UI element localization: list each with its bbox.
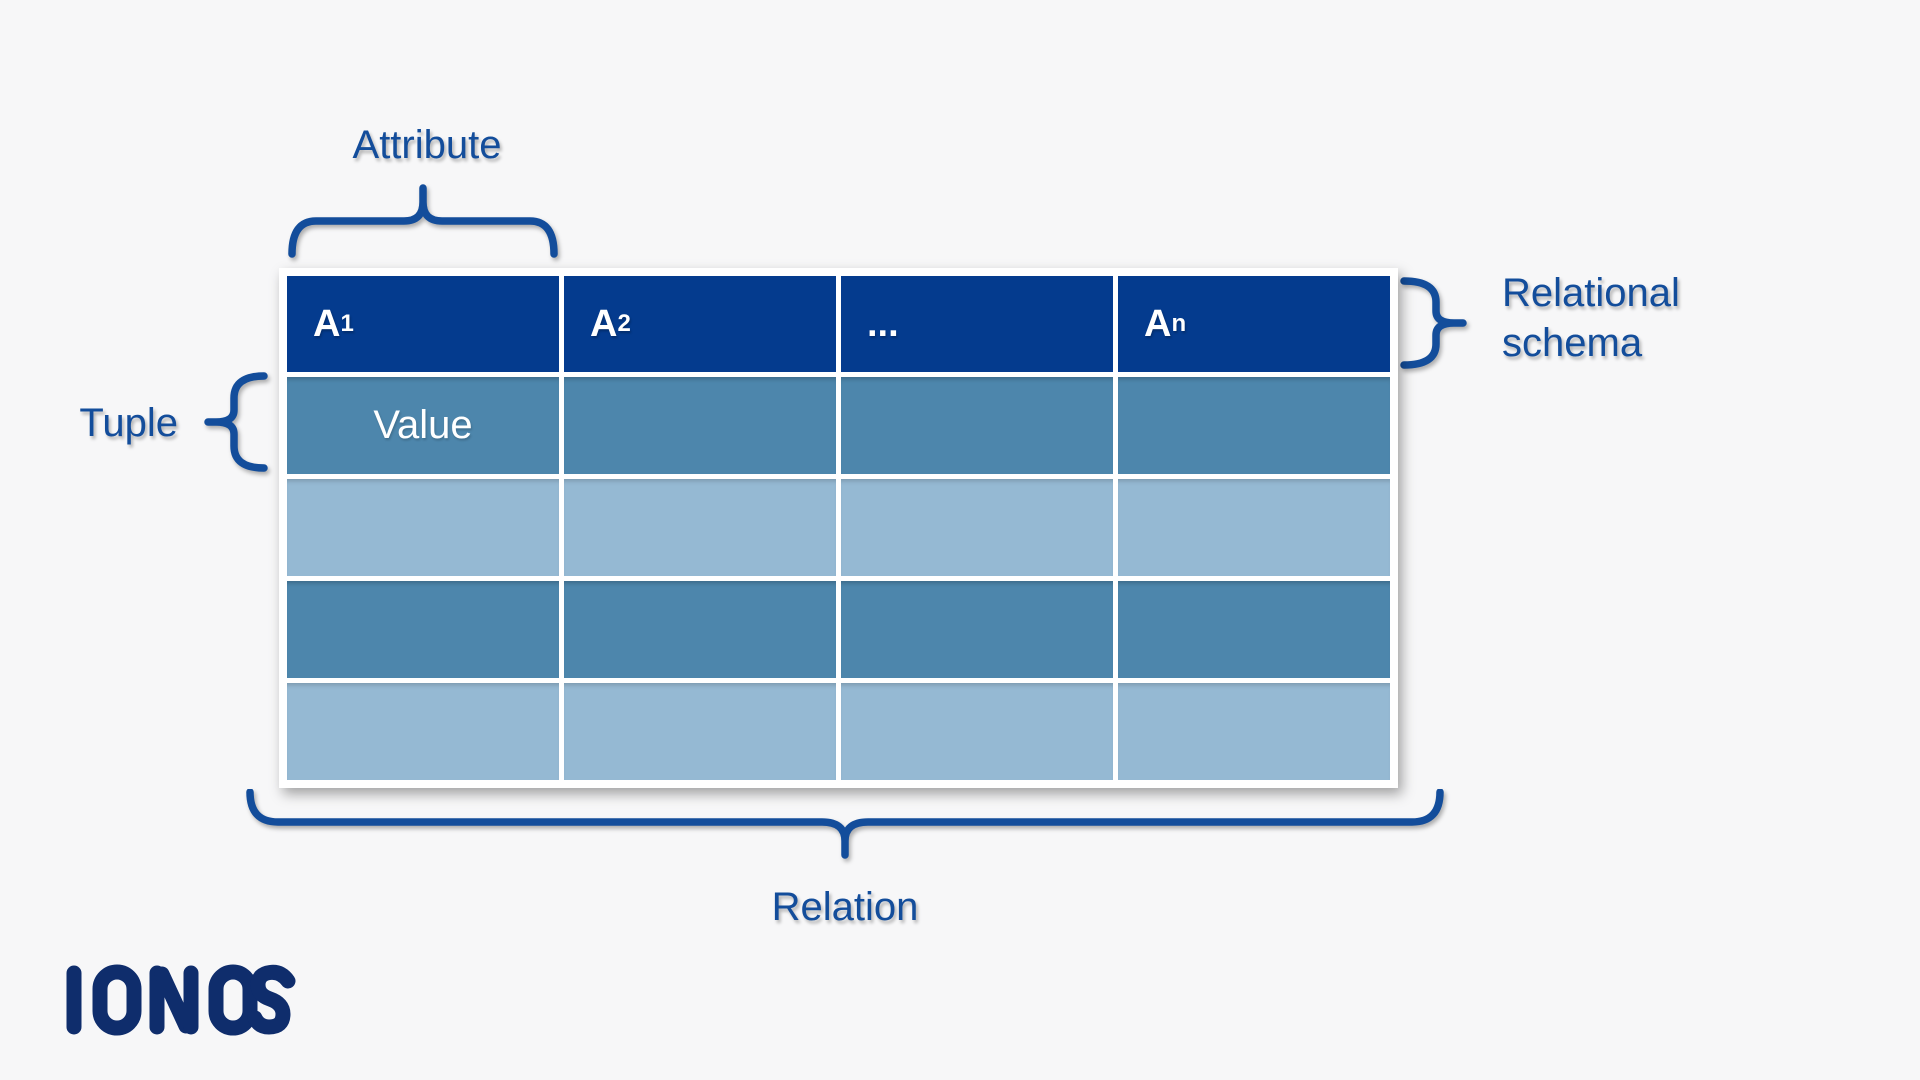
table-cell: [841, 683, 1113, 780]
table-cell: [1118, 683, 1390, 780]
relation-label: Relation: [771, 885, 919, 929]
ionos-logo-glyphs: [66, 964, 296, 1036]
table-cell: [1118, 377, 1390, 474]
table-cell: [564, 581, 836, 678]
table-cell: [1118, 581, 1390, 678]
table-cell: [287, 479, 559, 576]
column-header-an-base: A: [1144, 302, 1172, 345]
table-cell: [287, 683, 559, 780]
tuple-label: Tuple: [79, 401, 178, 445]
table-cell: [564, 479, 836, 576]
relational-schema-label: Relational schema: [1502, 268, 1680, 368]
column-header-ellipsis-base: ...: [867, 302, 899, 345]
column-header-a2-base: A: [590, 302, 618, 345]
relational-schema-line2: schema: [1502, 321, 1643, 365]
relational-schema-line1: Relational: [1502, 271, 1680, 315]
attribute-brace: [288, 184, 558, 258]
ionos-logo: IONOS: [64, 964, 296, 1041]
relation-brace: [246, 789, 1444, 859]
table-cell: [287, 581, 559, 678]
table-cell: [841, 377, 1113, 474]
tuple-brace: [204, 372, 268, 472]
table-cell: [1118, 479, 1390, 576]
table-cell: [841, 581, 1113, 678]
table-cell: [564, 377, 836, 474]
table-cell: [841, 479, 1113, 576]
table-cell-value: Value: [287, 377, 559, 474]
relational-schema-brace: [1400, 277, 1467, 369]
table-cell: [564, 683, 836, 780]
column-header-a1-base: A: [313, 302, 341, 345]
attribute-label: Attribute: [352, 123, 502, 167]
column-header-ellipsis: ...: [841, 276, 1113, 372]
